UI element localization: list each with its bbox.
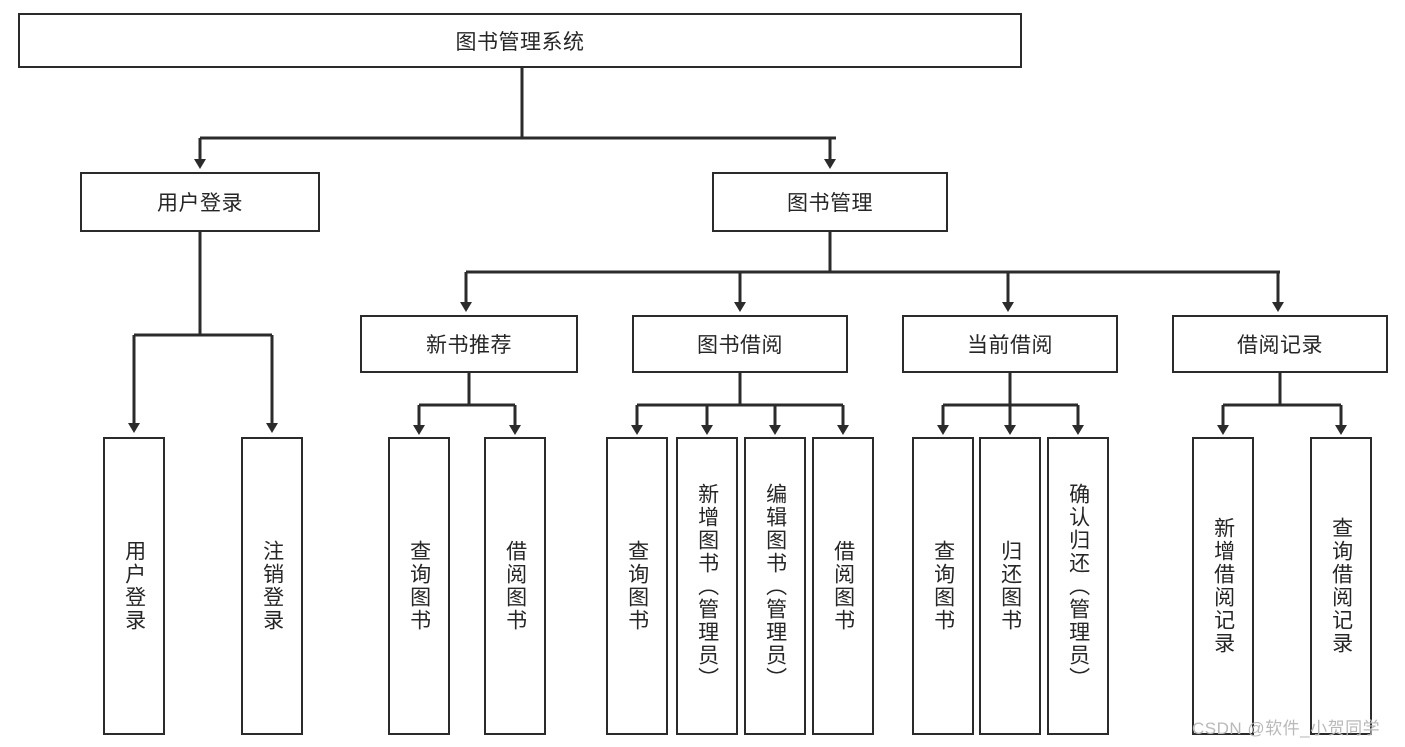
node-user-login[interactable]: 用户登录 (80, 172, 320, 232)
node-leaf-label: 查询图书 (407, 540, 431, 632)
node-leaf-label: 新增图书（管理员） (695, 482, 719, 690)
node-leaf-add-book-admin[interactable]: 新增图书（管理员） (676, 437, 738, 735)
node-leaf-label: 查询借阅记录 (1329, 517, 1353, 655)
node-leaf-label: 借阅图书 (831, 540, 855, 632)
node-leaf-label: 查询图书 (625, 540, 649, 632)
node-borrow-record[interactable]: 借阅记录 (1172, 315, 1388, 373)
node-current-borrow-label: 当前借阅 (967, 334, 1053, 357)
node-leaf-return-book[interactable]: 归还图书 (979, 437, 1041, 735)
node-book-management[interactable]: 图书管理 (712, 172, 948, 232)
node-leaf-label: 注销登录 (260, 540, 284, 632)
node-leaf-user-login[interactable]: 用户登录 (103, 437, 165, 735)
node-leaf-label: 归还图书 (998, 540, 1022, 632)
node-new-book-recommend[interactable]: 新书推荐 (360, 315, 578, 373)
node-root-system[interactable]: 图书管理系统 (18, 13, 1022, 68)
node-book-borrow[interactable]: 图书借阅 (632, 315, 848, 373)
node-leaf-confirm-return-admin[interactable]: 确认归还（管理员） (1047, 437, 1109, 735)
node-leaf-label: 用户登录 (122, 540, 146, 632)
watermark-text: CSDN @软件_小贺同学 (1192, 719, 1381, 738)
node-leaf-query-borrow-record[interactable]: 查询借阅记录 (1310, 437, 1372, 735)
node-leaf-label: 查询图书 (931, 540, 955, 632)
node-book-borrow-label: 图书借阅 (697, 334, 783, 357)
node-leaf-edit-book-admin[interactable]: 编辑图书（管理员） (744, 437, 806, 735)
node-leaf-logout[interactable]: 注销登录 (241, 437, 303, 735)
node-book-management-label: 图书管理 (787, 192, 873, 215)
node-leaf-query-book-cb[interactable]: 查询图书 (912, 437, 974, 735)
node-leaf-label: 新增借阅记录 (1211, 517, 1235, 655)
node-leaf-label: 确认归还（管理员） (1066, 482, 1090, 690)
node-leaf-query-book-nb[interactable]: 查询图书 (388, 437, 450, 735)
node-leaf-borrow-book-nb[interactable]: 借阅图书 (484, 437, 546, 735)
node-user-login-label: 用户登录 (157, 192, 243, 215)
node-new-book-recommend-label: 新书推荐 (426, 334, 512, 357)
node-leaf-query-book-bb[interactable]: 查询图书 (606, 437, 668, 735)
node-leaf-label: 编辑图书（管理员） (763, 482, 787, 690)
node-leaf-add-borrow-record[interactable]: 新增借阅记录 (1192, 437, 1254, 735)
node-borrow-record-label: 借阅记录 (1237, 334, 1323, 357)
node-current-borrow[interactable]: 当前借阅 (902, 315, 1118, 373)
node-root-label: 图书管理系统 (455, 30, 585, 54)
node-leaf-label: 借阅图书 (503, 540, 527, 632)
node-leaf-borrow-book-bb[interactable]: 借阅图书 (812, 437, 874, 735)
